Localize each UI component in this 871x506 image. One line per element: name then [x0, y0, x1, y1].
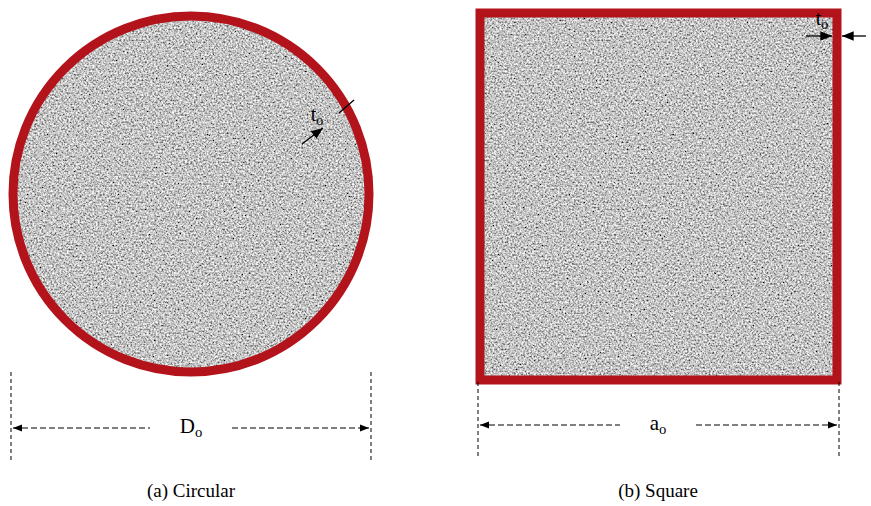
extension-line: [11, 372, 12, 462]
dimension-line: [232, 428, 369, 429]
extension-line: [839, 382, 840, 458]
dimension-line: [480, 425, 620, 426]
dimension-label: Do: [180, 416, 203, 439]
caption-label: (b) Square: [618, 481, 698, 500]
extension-line: [478, 382, 479, 458]
dimension-line: [696, 425, 837, 426]
dimension-line: [13, 428, 150, 429]
caption-label: (a) Circular: [147, 481, 235, 500]
thickness-label: to: [816, 8, 829, 32]
thickness-tick: [339, 100, 354, 113]
extension-line: [371, 372, 372, 462]
thickness-arrow: [806, 35, 832, 36]
thickness-arrow: [302, 128, 323, 144]
concrete-core: [480, 13, 837, 380]
square-section: [478, 13, 866, 458]
circular-section: [11, 14, 373, 462]
thickness-arrow: [842, 35, 866, 36]
steel-tube: [480, 13, 837, 380]
dimension-label: ao: [650, 413, 667, 436]
concrete-core: [11, 14, 373, 376]
thickness-label: to: [311, 104, 324, 128]
steel-tube: [13, 16, 369, 372]
